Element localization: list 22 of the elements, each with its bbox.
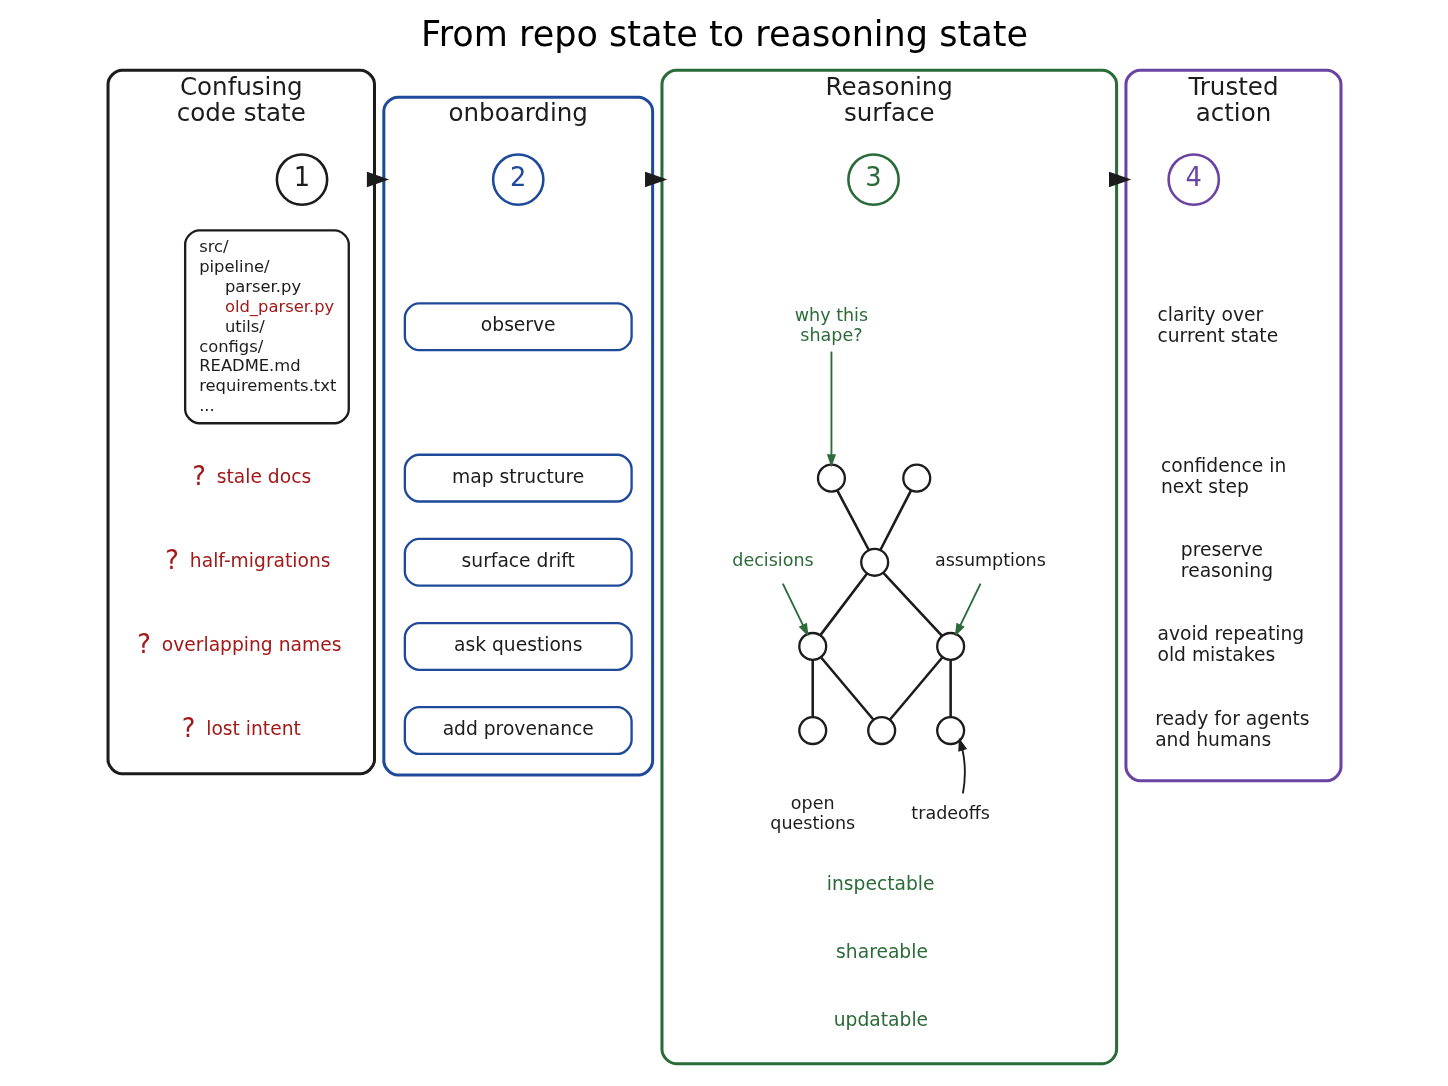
label: half-migrations <box>189 549 331 571</box>
label: ? <box>164 544 179 575</box>
label: confidence in next step <box>1160 455 1286 498</box>
label: preserve reasoning <box>1180 539 1273 582</box>
label: shareable <box>835 941 928 963</box>
node-label: open questions <box>769 792 855 833</box>
label: overlapping names <box>161 633 341 655</box>
label: ? <box>191 460 206 491</box>
node-text: decisions <box>731 550 814 571</box>
label: stale docs <box>216 465 311 487</box>
label: updatable <box>833 1009 928 1031</box>
label: inspectable <box>826 873 935 895</box>
label: lost intent <box>205 718 301 740</box>
label: ? <box>136 628 151 659</box>
label: ? <box>181 713 195 744</box>
label: ready for agents and humans <box>1154 707 1310 750</box>
diagram-title: From repo state to reasoning state <box>420 12 1028 54</box>
node-text: tradeoffs <box>910 802 990 823</box>
node-text: assumptions <box>934 550 1046 571</box>
label: avoid repeating old mistakes <box>1156 623 1304 666</box>
node-text: why this shape? <box>794 304 868 345</box>
label: clarity over current state <box>1156 303 1278 346</box>
